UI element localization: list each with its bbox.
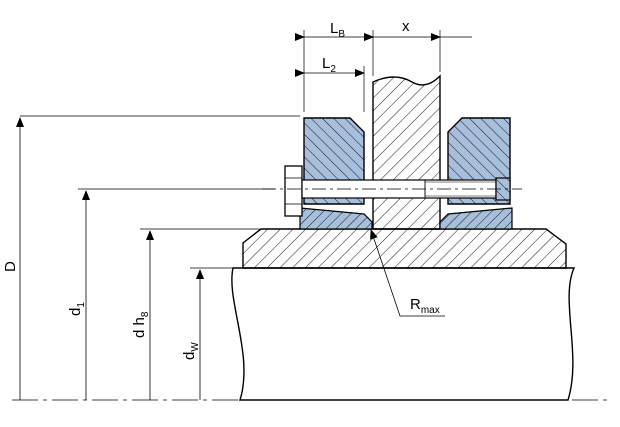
label-rmax: Rmax	[410, 296, 440, 316]
label-x: x	[402, 18, 410, 35]
label-lb: LB	[330, 20, 345, 40]
hub-web	[372, 74, 441, 230]
label-dw: dW	[181, 342, 201, 360]
label-d1: d1	[67, 302, 87, 316]
shaft	[231, 267, 576, 401]
label-D: D	[2, 261, 19, 272]
hub-base	[242, 228, 567, 269]
left-inner-ring	[299, 207, 373, 230]
bolt-head	[284, 165, 303, 217]
label-dh8: d h8	[131, 311, 151, 338]
label-l2: L2	[322, 55, 336, 75]
rmax-leader	[370, 229, 445, 317]
right-inner-ring	[439, 207, 513, 230]
